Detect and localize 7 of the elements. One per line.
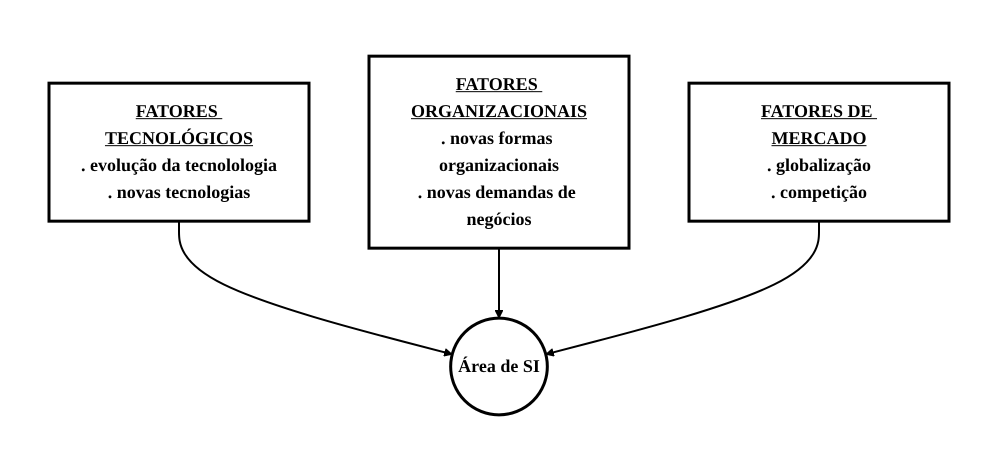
node-box: FATORES DE MERCADO . globalização . competição — [688, 82, 950, 223]
node-box: FATORES TECNOLÓGICOS . evolução da tecnolologia . novas tecnologias — [48, 82, 310, 223]
arrow — [494, 248, 504, 319]
node-box: FATORES ORGANIZACIONAIS . novas formas organizacionais . novas demandas de negócios — [368, 54, 630, 250]
arrow — [178, 221, 453, 357]
node-circle: Área de SI — [449, 316, 549, 416]
arrow — [545, 221, 820, 357]
